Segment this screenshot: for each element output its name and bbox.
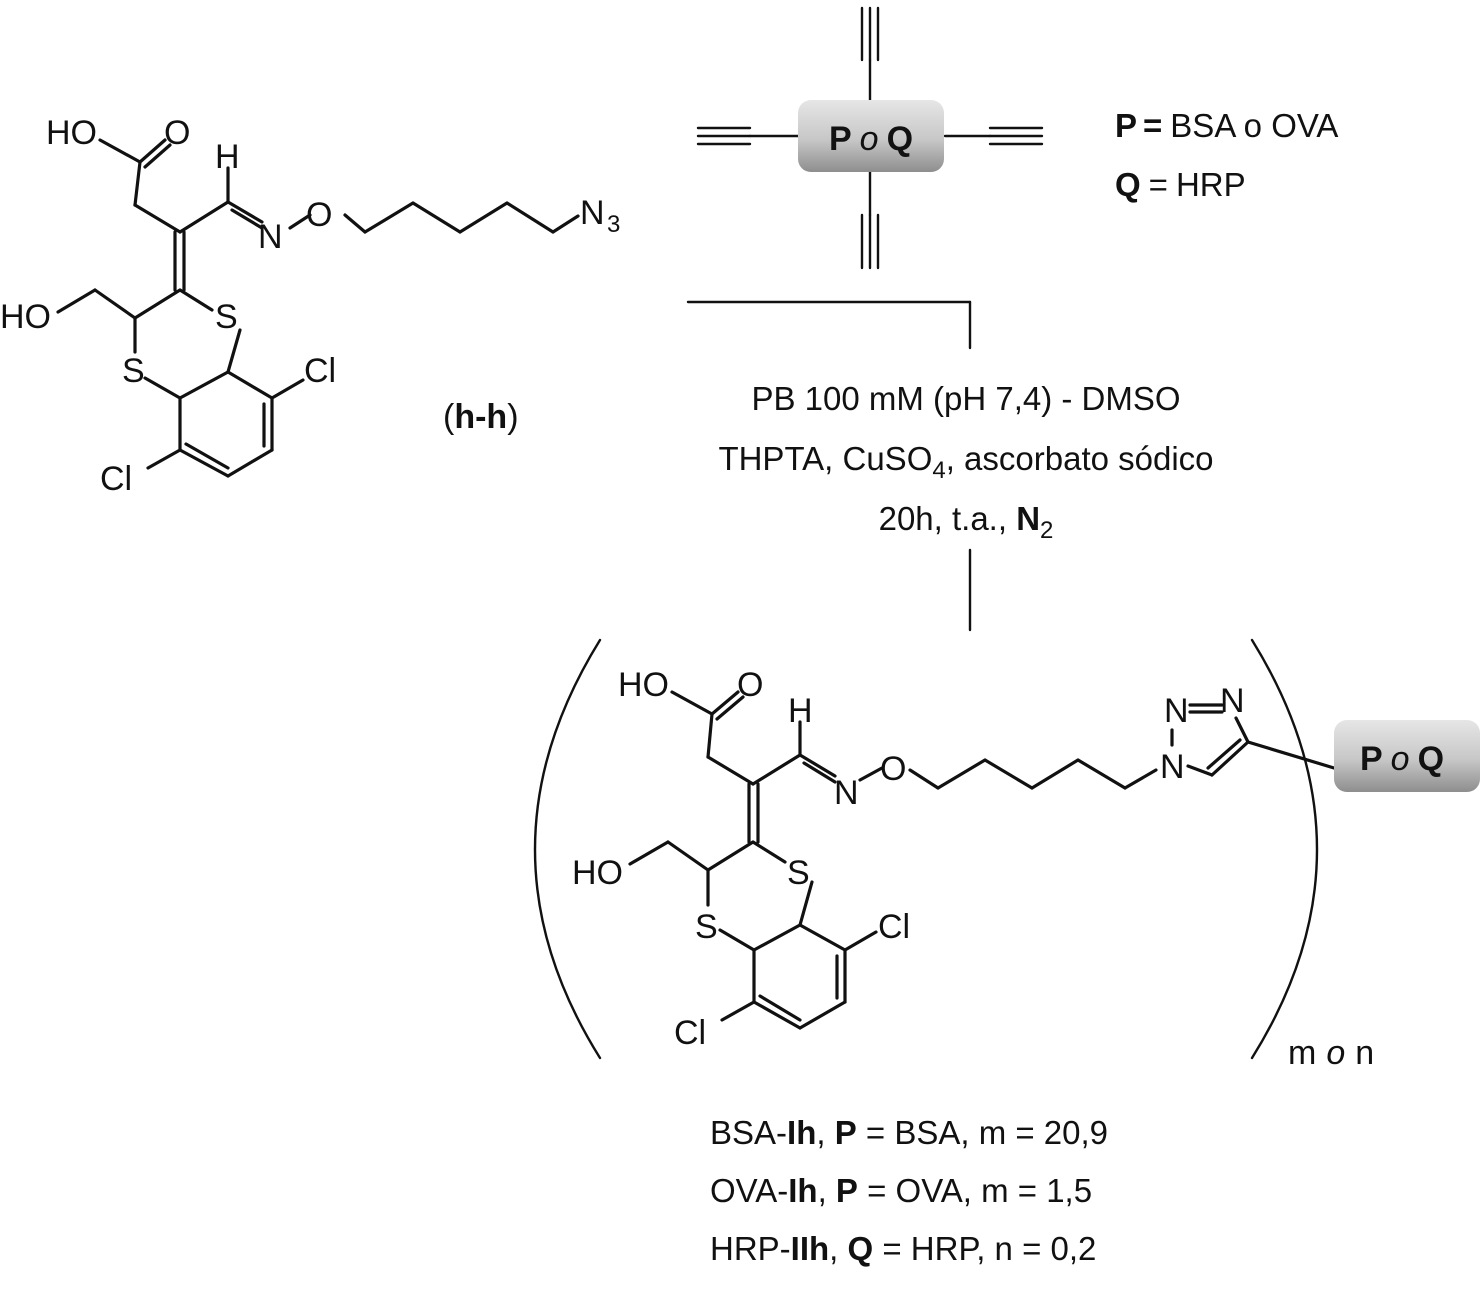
conjugate-results: BSA-Ih, P = BSA, m = 20,9 OVA-Ih, P = OV…	[710, 1114, 1108, 1267]
reactant-ring-s-left: S	[122, 352, 145, 390]
reactant-chloro-right: Cl	[304, 352, 336, 390]
product-ether-o: O	[880, 750, 906, 788]
carrier-label: PoQ	[829, 120, 913, 158]
product-alcohol-ho: HO	[572, 854, 623, 892]
reactant-azide-n: N	[580, 194, 605, 232]
reactant-chloro-bottom: Cl	[100, 460, 132, 498]
product-close-parenthesis	[1252, 640, 1317, 1058]
definition-p: P=BSA o OVA	[1115, 107, 1338, 144]
product-structure: HO O H N O N N N HO S S Cl Cl PoQ mon	[535, 640, 1480, 1072]
product-open-parenthesis	[535, 640, 600, 1058]
reactant-azide-subscript: 3	[607, 211, 620, 238]
product-ring-s-left: S	[695, 908, 718, 946]
product-repeat-subscript: mon	[1288, 1034, 1374, 1072]
definition-q: Q=HRP	[1115, 166, 1246, 203]
reactant-imine-n: N	[258, 218, 283, 256]
product-acid-ho: HO	[618, 666, 669, 704]
result-ova: OVA-Ih, P = OVA, m = 1,5	[710, 1172, 1092, 1209]
alkyne-carrier: PoQ	[698, 8, 1042, 268]
result-hrp: HRP-IIh, Q = HRP, n = 0,2	[710, 1230, 1096, 1267]
reactant-acid-ho: HO	[46, 114, 97, 152]
carrier-definitions: P=BSA o OVA Q=HRP	[1115, 107, 1338, 203]
reactant-ether-o: O	[306, 196, 332, 234]
conditions-line-2: THPTA, CuSO4, ascorbato sódico	[718, 440, 1213, 484]
product-imine-n: N	[834, 774, 859, 812]
reactant-imine-h: H	[215, 138, 240, 176]
product-chloro-bottom: Cl	[674, 1014, 706, 1052]
reactant-ring-s-right: S	[215, 298, 238, 336]
product-imine-h: H	[788, 692, 813, 730]
product-triazole-n2: N	[1164, 692, 1189, 730]
product-carrier-label: PoQ	[1360, 740, 1444, 778]
reactant-alcohol-ho: HO	[0, 298, 51, 336]
reactant-structure: HO O H N O N 3 HO S S Cl Cl (h-h)	[0, 114, 620, 498]
reactant-compound-label: (h-h)	[443, 398, 519, 436]
conditions-line-1: PB 100 mM (pH 7,4) - DMSO	[751, 380, 1180, 417]
result-bsa: BSA-Ih, P = BSA, m = 20,9	[710, 1114, 1108, 1151]
conditions-line-3: 20h, t.a., N2	[879, 500, 1054, 544]
product-triazole-n3: N	[1220, 682, 1245, 720]
reactant-acid-o: O	[164, 114, 190, 152]
reaction-conditions: PB 100 mM (pH 7,4) - DMSO THPTA, CuSO4, …	[718, 380, 1213, 544]
product-triazole-n1: N	[1160, 748, 1185, 786]
product-ring-s-right: S	[787, 854, 810, 892]
product-acid-o: O	[737, 666, 763, 704]
product-chloro-right: Cl	[878, 908, 910, 946]
